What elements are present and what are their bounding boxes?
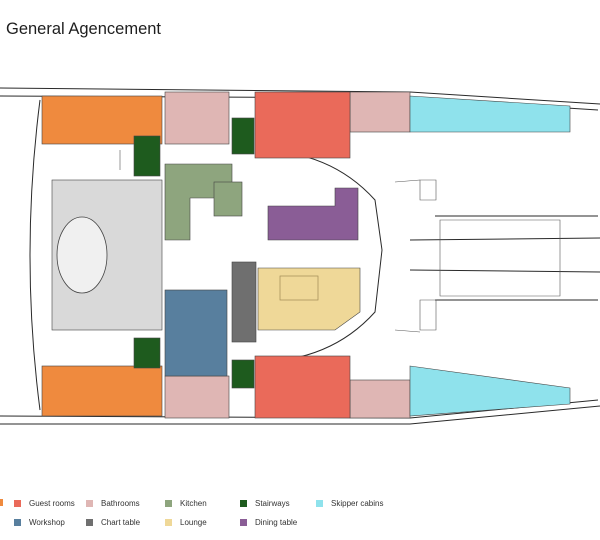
lounge-cushion [279, 275, 319, 301]
window-line-3 [419, 299, 437, 331]
legend-swatch [316, 500, 323, 507]
legend-swatch [240, 500, 247, 507]
owner-suites [41, 95, 163, 417]
stairway-4 [231, 359, 255, 389]
legend-label: Guest rooms [29, 499, 75, 508]
hatch-2 [394, 329, 421, 333]
lounge-seating [257, 267, 361, 331]
stairway-1 [133, 135, 161, 177]
legend-swatch [14, 519, 21, 526]
salon-table [56, 216, 108, 294]
legend-swatch [86, 519, 93, 526]
legend-item: Lounge [165, 518, 207, 527]
bathroom-starboard-2 [349, 379, 411, 419]
legend-item: Dining table [240, 518, 297, 527]
legend-item: Kitchen [165, 499, 207, 508]
legend-label: Workshop [29, 518, 65, 527]
chart-table [231, 261, 257, 343]
stairways [133, 117, 255, 389]
window-line-2 [419, 179, 437, 201]
bathroom-port-2 [349, 91, 411, 133]
legend-label: Dining table [255, 518, 298, 527]
bathroom-port-1 [164, 91, 230, 145]
bathrooms [164, 91, 411, 419]
legend-swatch [165, 519, 172, 526]
skipper-cabin-starboard [409, 365, 571, 417]
crossbeam [409, 237, 600, 241]
page-title: General Agencement [6, 20, 162, 38]
skipper-cabins [409, 95, 571, 417]
legend-swatch [86, 500, 93, 507]
legend-item: Workshop [14, 518, 65, 527]
deck-plan [0, 87, 600, 425]
starboard-hull-edge [0, 405, 600, 425]
legend-label: Stairways [255, 499, 290, 508]
legend-item: Guest rooms [14, 499, 75, 508]
legend-label: Lounge [180, 518, 207, 527]
legend-label: Kitchen [180, 499, 207, 508]
legend-item: Stairways [240, 499, 290, 508]
trampoline-frame [439, 219, 561, 297]
stairway-3 [231, 117, 255, 155]
legend: Guest rooms Bathrooms Kitchen Stairways Skip… [0, 490, 600, 540]
kitchen-island [213, 181, 243, 217]
legend-swatch [165, 500, 172, 507]
legend-item: Chart table [86, 518, 140, 527]
legend-swatch [0, 499, 3, 506]
legend-item [0, 499, 11, 506]
dining-table [267, 187, 359, 241]
legend-item: Bathrooms [86, 499, 140, 508]
hatch-1 [394, 179, 421, 183]
guest-room-starboard [254, 355, 351, 419]
stairway-2 [133, 337, 161, 369]
legend-label: Bathrooms [101, 499, 140, 508]
legend-item: Skipper cabins [316, 499, 383, 508]
guest-room-port [254, 91, 351, 159]
interior-details [119, 150, 561, 333]
crossbeam-2 [409, 269, 600, 273]
bathroom-starboard-1 [164, 375, 230, 419]
owner-suite-starboard [41, 365, 163, 417]
legend-label: Skipper cabins [331, 499, 384, 508]
legend-swatch [240, 519, 247, 526]
bulkhead-aft [29, 99, 41, 411]
guest-rooms [254, 91, 351, 419]
legend-swatch [14, 500, 21, 507]
workshop [164, 289, 228, 377]
legend-label: Chart table [101, 518, 141, 527]
skipper-cabin-port [409, 95, 571, 133]
